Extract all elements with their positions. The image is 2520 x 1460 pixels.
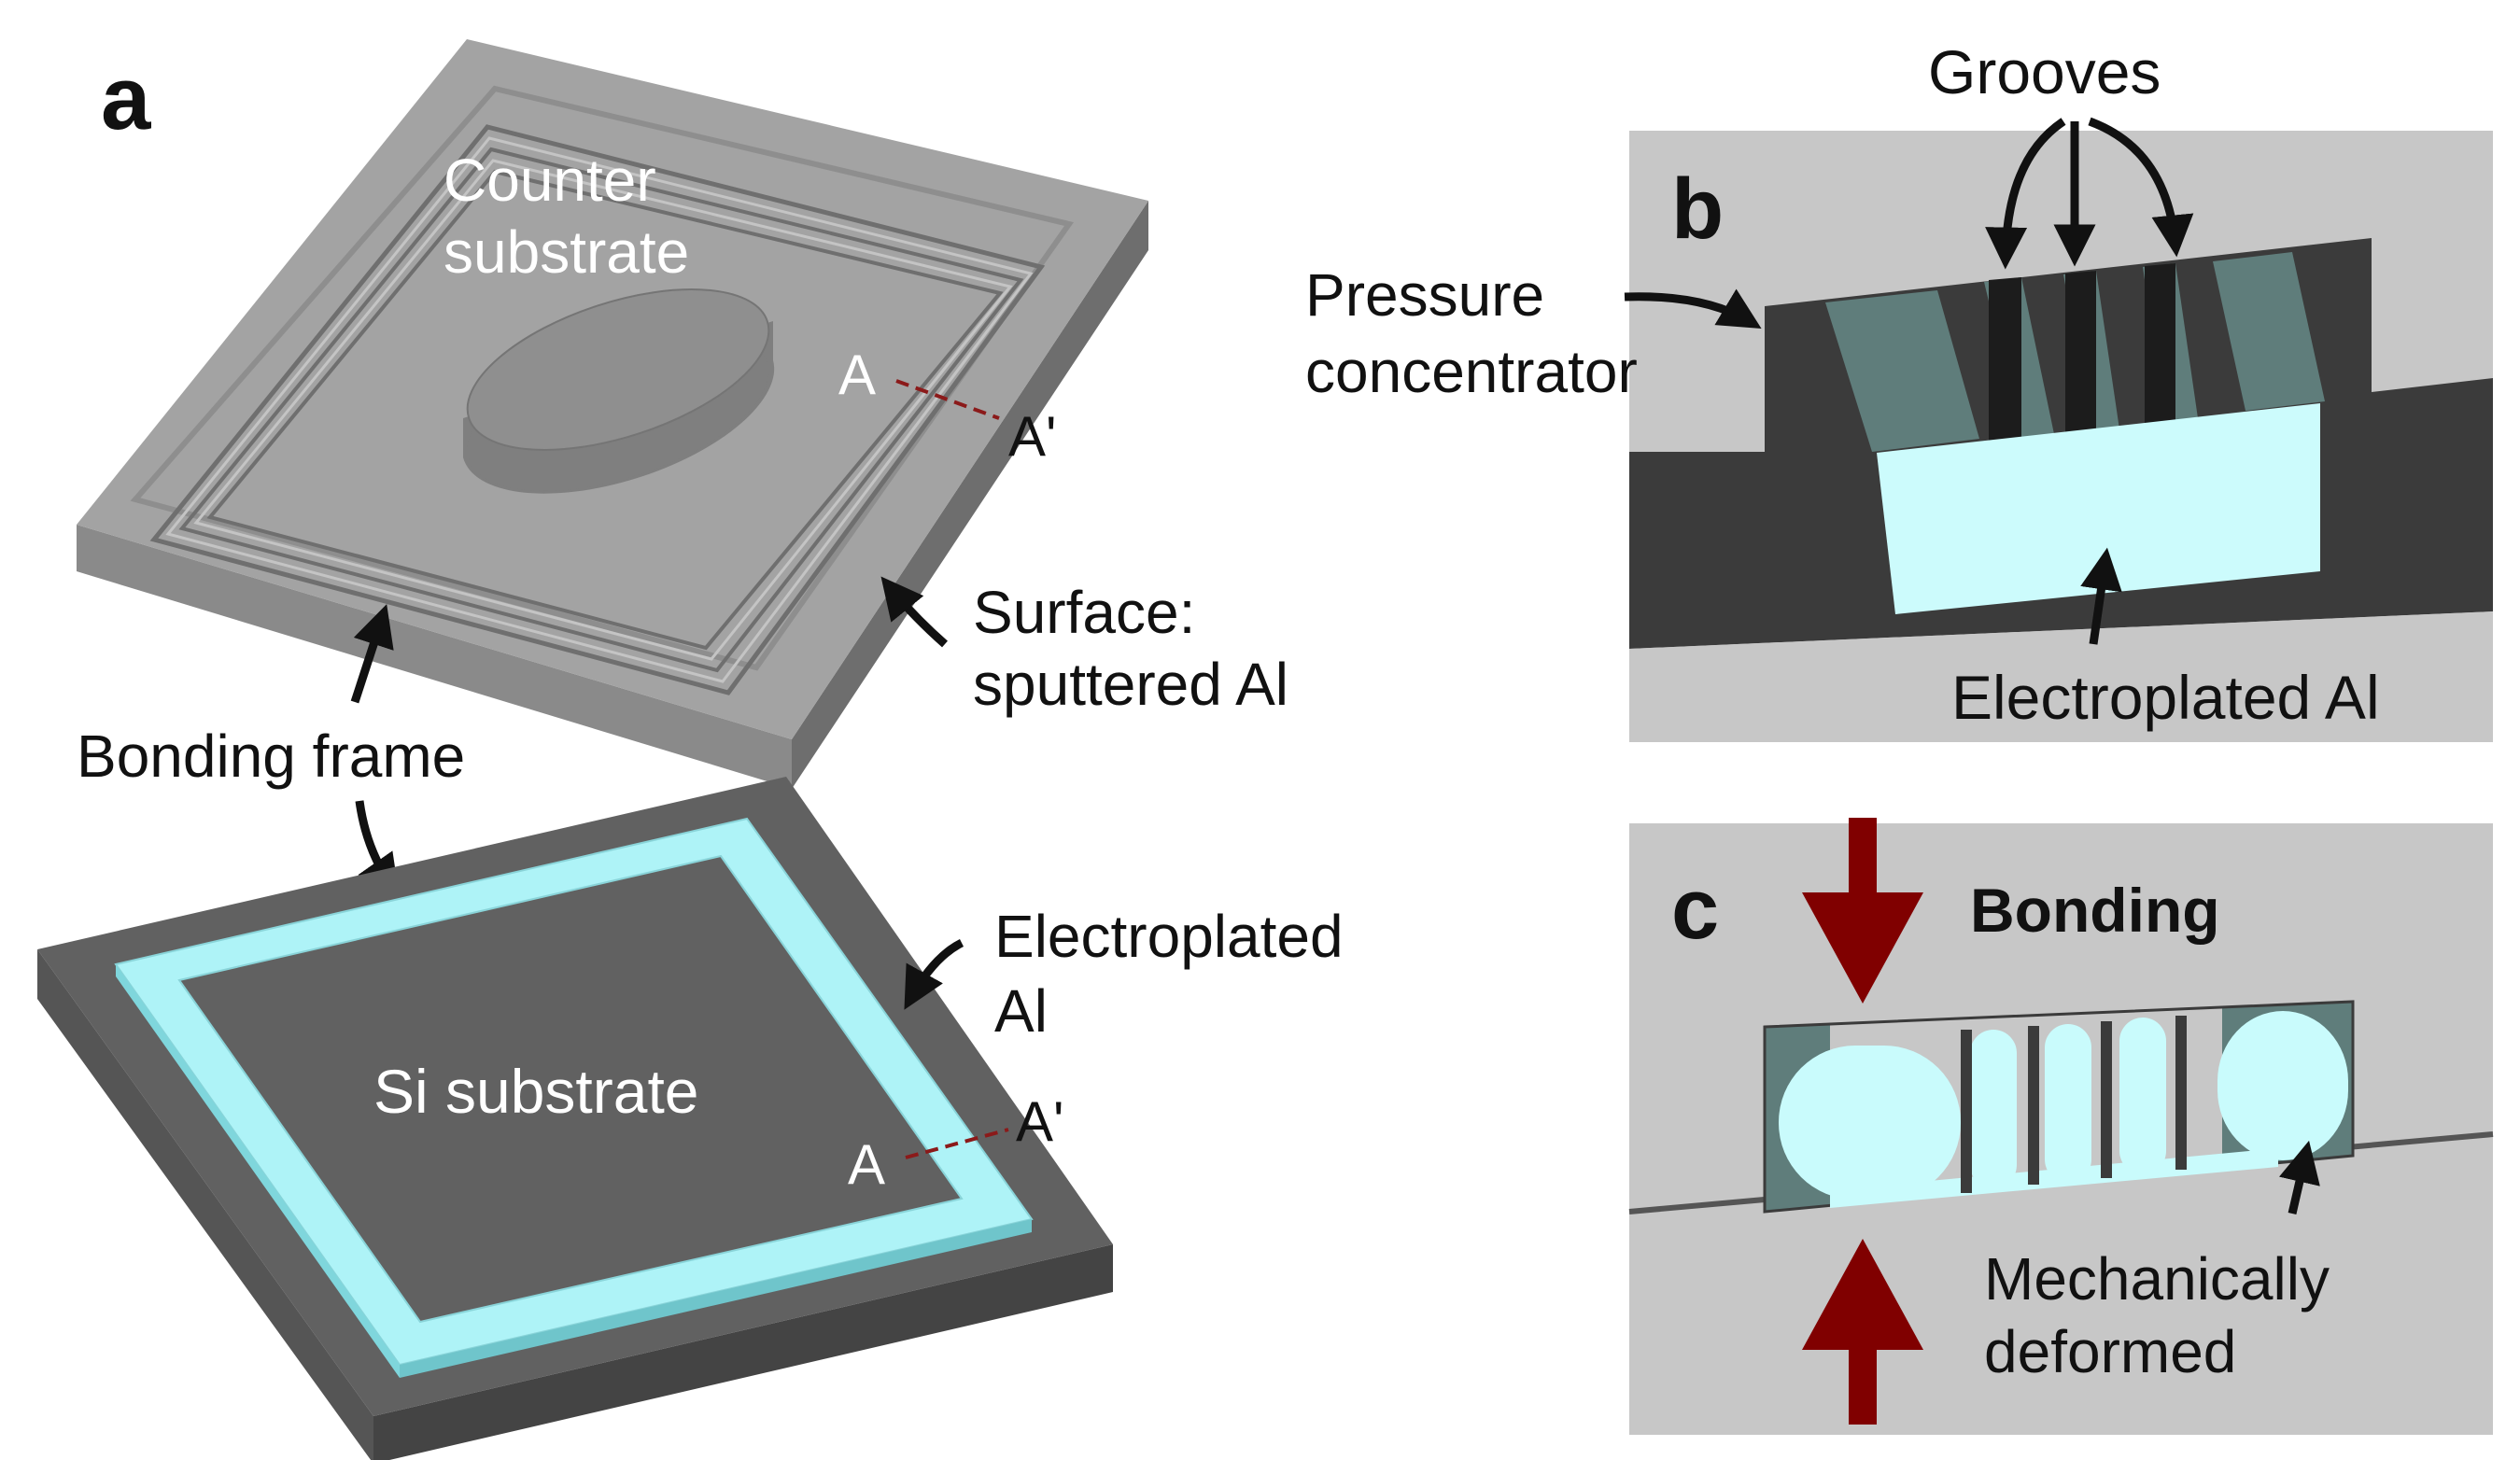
counter-substrate-front-side <box>77 525 792 789</box>
cavity-back <box>1763 1000 2355 1214</box>
panel-c: c Bonding Mechanically deformed <box>1628 818 2494 1435</box>
pressure-arrow-down <box>1802 818 1923 1004</box>
bonding-frame-groove-2 <box>178 147 1024 673</box>
electroplated-al-block <box>1877 403 2320 614</box>
counter-substrate-label-line2: substrate <box>443 218 689 286</box>
pressure-arrow <box>1624 288 1762 329</box>
panel-c-letter: c <box>1671 862 1719 957</box>
groove-1 <box>1989 277 2021 442</box>
deformed-al-groove-3 <box>2119 1018 2166 1174</box>
mech-deformed-line2: deformed <box>1984 1318 2236 1385</box>
section-bottom-a: A <box>848 1133 885 1196</box>
bonding-frame-groove-1 <box>165 136 1034 683</box>
panel-b-letter: b <box>1671 161 1724 257</box>
section-bottom-a-prime: A' <box>1016 1090 1063 1153</box>
si-substrate-label: Si substrate <box>373 1057 699 1126</box>
bonding-frame-arrow-up <box>350 604 394 704</box>
pressure-arrow-up <box>1802 1239 1923 1425</box>
electroplated-arrow <box>904 938 964 1010</box>
counter-substrate-boss <box>463 288 775 494</box>
panel-a: a Counter substrate A A' <box>37 39 1344 1460</box>
surface-arrow <box>880 576 948 648</box>
panel-b: b Grooves Pressure concentrator Electrop… <box>1305 37 2493 742</box>
section-top-a: A <box>838 344 876 406</box>
cavity-edge-mid-2 <box>2101 1021 2112 1178</box>
pressure-concentrator-left-face <box>1825 290 1979 452</box>
pressure-concentrator-right-face <box>2213 252 2325 411</box>
electroplated-al-block-bottom <box>1629 611 2493 742</box>
section-top-line <box>895 379 1000 420</box>
cavity-edge-mid-3 <box>2175 1016 2187 1170</box>
surface-label-line1: Surface: <box>973 579 1195 646</box>
surface-label-line2: sputtered Al <box>973 651 1288 718</box>
si-substrate-front-side <box>37 949 373 1460</box>
cavity-edge-left <box>1961 1030 1972 1193</box>
counter-substrate-label-line1: Counter <box>443 147 656 214</box>
bonding-label: Bonding <box>1970 876 2220 945</box>
electroplated-label-line1: Electroplated <box>994 903 1344 970</box>
section-bottom-line <box>905 1128 1009 1159</box>
cavity-edge-mid-1 <box>2028 1026 2039 1185</box>
pressure-label-line2: concentrator <box>1305 338 1638 405</box>
counter-substrate: Counter substrate A A' <box>77 39 1148 789</box>
grooves-arrow-right <box>2088 117 2194 258</box>
electroplated-b-label: Electroplated Al <box>1951 663 2380 732</box>
electroplated-al-frame-edge-right <box>400 1219 1032 1378</box>
boss-top <box>466 288 770 451</box>
electroplated-label-line2: Al <box>994 977 1048 1045</box>
grooves-arrow-left <box>1985 118 2066 270</box>
counter-substrate-right-side <box>792 201 1148 789</box>
mech-deformed-arrow <box>2278 1140 2320 1215</box>
groove-3 <box>2145 263 2175 428</box>
grooves-label: Grooves <box>1928 37 2161 106</box>
si-substrate-right-side <box>373 1244 1113 1460</box>
pressure-label-line1: Pressure <box>1305 261 1544 329</box>
deformed-al-groove-1 <box>1970 1030 2017 1188</box>
section-top-a-prime: A' <box>1008 405 1056 468</box>
si-substrate: Si substrate A A' <box>37 777 1113 1460</box>
deformed-al-right <box>2217 1011 2348 1160</box>
mech-deformed-line1: Mechanically <box>1984 1245 2330 1313</box>
bonding-frame-groove-3 <box>193 159 1013 661</box>
deformed-al-base <box>1830 1148 2278 1208</box>
bonding-frame-label: Bonding frame <box>77 723 465 790</box>
counter-substrate-top-inner <box>130 85 1075 671</box>
groove-2 <box>2065 271 2096 435</box>
electroplated-b-arrow <box>2080 547 2122 645</box>
panel-a-letter: a <box>101 49 151 148</box>
bonding-frame-groove-outer <box>149 124 1046 695</box>
deformed-al-groove-2 <box>2045 1024 2091 1183</box>
deformed-al-left <box>1779 1046 1961 1200</box>
electroplated-al-frame-edge <box>116 964 400 1378</box>
